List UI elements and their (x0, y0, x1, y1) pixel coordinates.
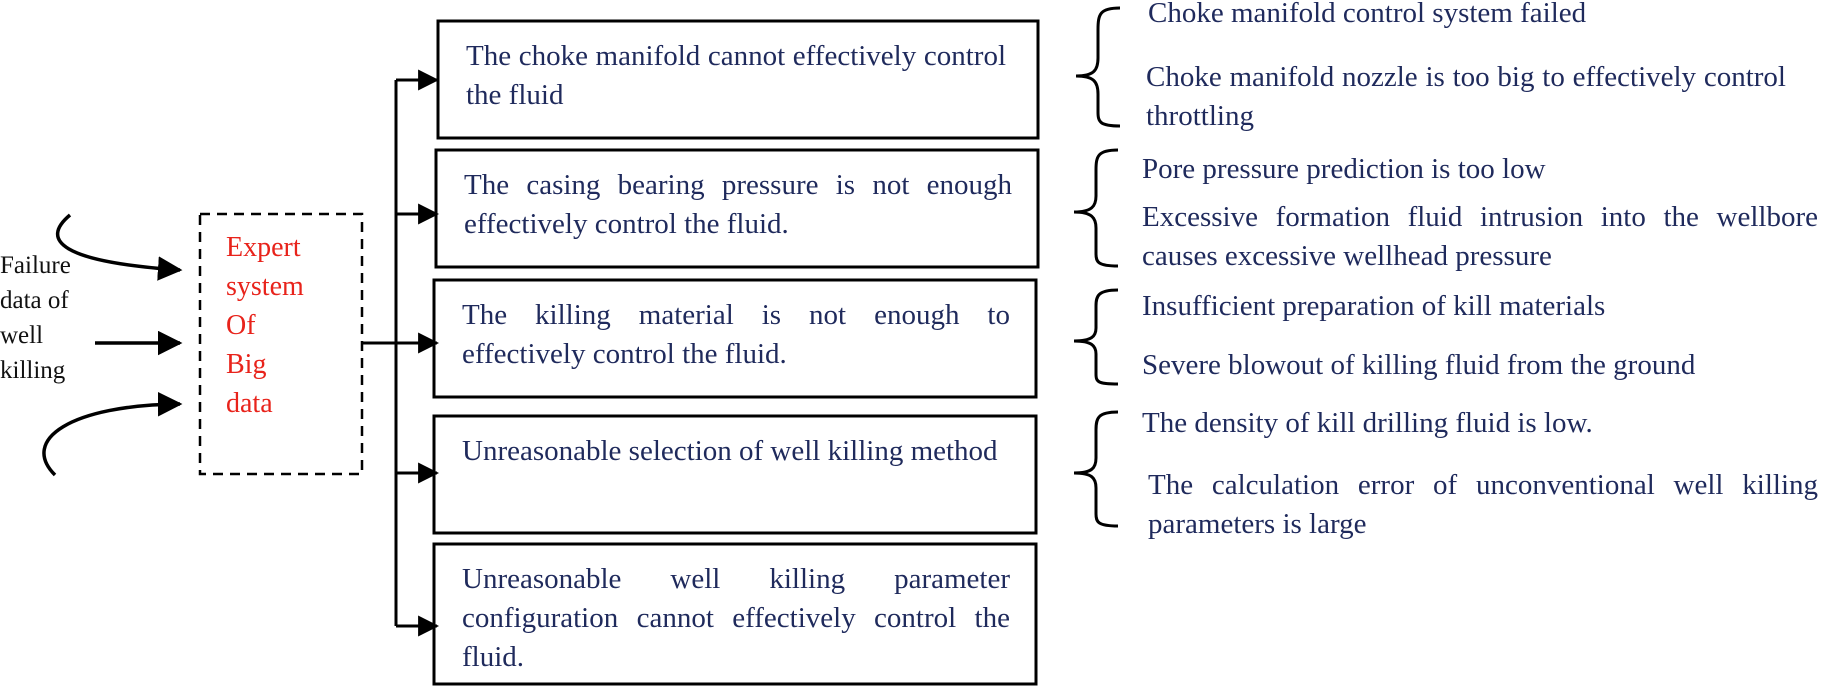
input-label: Failure data of well killing (0, 252, 71, 384)
failure-box-3 (432, 278, 1038, 399)
cause-1-2: Choke manifold nozzle is too big to effe… (1146, 61, 1786, 132)
input-arrow-top (55, 213, 183, 281)
failure-text-4: Unreasonable selection of well killing m… (462, 435, 998, 467)
expert-system-label: Expert system Of Big data (226, 228, 304, 423)
cause-3-2: Severe blowout of killing fluid from the… (1142, 349, 1696, 381)
cause-4-2: The calculation error of unconventional … (1148, 469, 1818, 540)
cause-3-1: Insufficient preparation of kill materia… (1142, 290, 1606, 322)
brace-1 (1075, 6, 1121, 128)
expert-line-5: data (226, 388, 273, 419)
failure-text-2: The casing bearing pressure is not enoug… (464, 169, 1012, 240)
expert-line-1: Expert (226, 232, 301, 263)
cause-1-1: Choke manifold control system failed (1148, 0, 1587, 29)
failure-box-5 (432, 542, 1038, 686)
cause-2-2: Excessive formation fluid intrusion into… (1142, 201, 1818, 272)
failure-box-2 (434, 148, 1040, 269)
failure-text-3: The killing material is not enough to ef… (462, 299, 1010, 370)
expert-line-3: Of (226, 310, 256, 341)
brace-3 (1073, 288, 1119, 386)
failure-text-1: The choke manifold cannot effectively co… (466, 40, 1006, 111)
brace-4 (1073, 410, 1119, 528)
expert-line-4: Big (226, 349, 267, 380)
failure-box-4 (432, 414, 1038, 535)
input-arrow-bottom (42, 391, 183, 477)
brace-2 (1073, 148, 1119, 268)
expert-line-2: system (226, 271, 304, 302)
cause-2-1: Pore pressure prediction is too low (1142, 153, 1546, 185)
cause-4-1: The density of kill drilling fluid is lo… (1142, 407, 1593, 439)
failure-text-5: Unreasonable well killing parameter conf… (462, 563, 1010, 673)
failure-box-1 (436, 19, 1040, 140)
